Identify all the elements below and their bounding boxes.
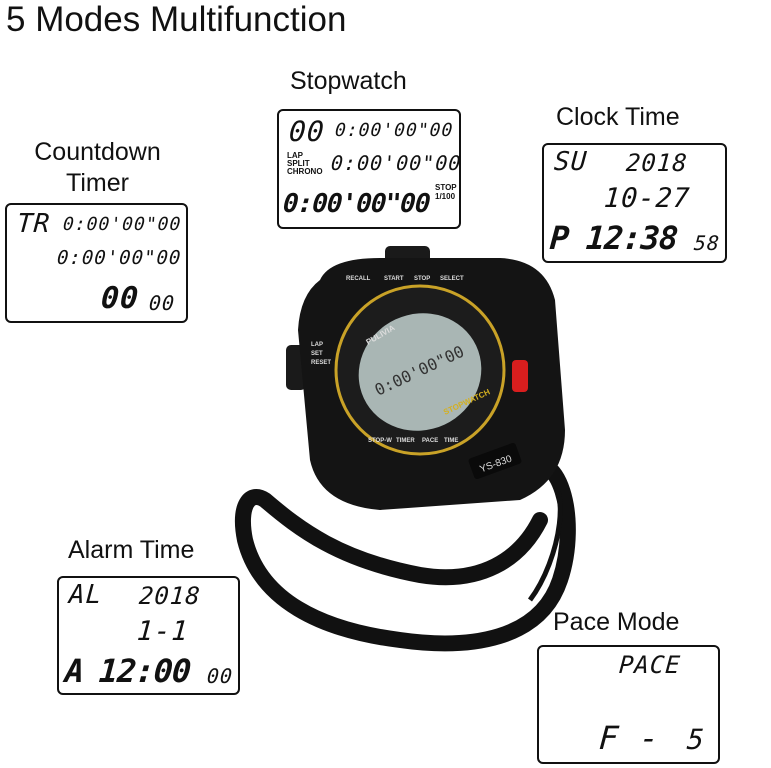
chrono-label: CHRONO — [287, 167, 323, 176]
clock-label: Clock Time — [556, 103, 680, 131]
countdown-row3: 00 — [99, 281, 141, 316]
stopwatch-row1: 0:00'00"00 — [334, 120, 455, 141]
split-label: SPLIT — [287, 159, 310, 168]
reset-button-label: RESET — [311, 360, 331, 366]
stop-button — [512, 360, 528, 392]
side-button — [286, 345, 306, 390]
stopwatch-display-panel: 00 0:00'00"00 LAP SPLIT CHRONO 0:00'00"0… — [277, 109, 463, 229]
lanyard-cord — [234, 455, 576, 652]
brand-text: PULIVIA — [365, 323, 397, 347]
pace-display-panel: PACE F - 5 — [537, 645, 720, 764]
alarm-prefix: AL — [67, 580, 104, 610]
countdown-label-line2: Timer — [66, 169, 129, 197]
clock-time: 12:38 — [584, 219, 679, 257]
pace-row1: PACE — [618, 651, 682, 679]
countdown-label: Countdown Timer — [15, 137, 180, 199]
pace-row2-left: F - — [597, 719, 662, 757]
gold-ring — [334, 284, 506, 456]
alarm-time: 12:00 — [97, 652, 192, 690]
resolution-label: 1/100 — [435, 192, 456, 201]
alarm-date: 1-1 — [135, 616, 190, 647]
clock-ampm: P — [548, 219, 572, 257]
countdown-row1: 0:00'00"00 — [62, 214, 183, 235]
alarm-year: 2018 — [138, 582, 202, 610]
stop-label: STOP — [435, 183, 457, 192]
stopwatch-row1-left: 00 — [287, 115, 326, 148]
screen-digits: 0:00'00"00 — [372, 342, 467, 400]
clock-day: SU — [552, 147, 589, 177]
countdown-row3-small: 00 — [148, 291, 176, 315]
lanyard-cord-strand — [527, 467, 563, 602]
alarm-display-panel: AL 2018 1-1 A 12:00 00 — [57, 576, 240, 695]
pace-row2-right: 5 — [685, 723, 707, 756]
pace-label: Pace Mode — [553, 608, 680, 636]
clock-seconds: 58 — [693, 231, 721, 255]
start-button-label: START — [384, 276, 404, 282]
alarm-ampm: A — [63, 652, 87, 690]
face-text: STOPWATCH — [442, 387, 492, 417]
stopwatch-body — [298, 258, 565, 510]
select-button-label: SELECT — [440, 276, 464, 282]
set-button-label: SET — [311, 351, 323, 357]
stop-button-label: STOP — [414, 276, 430, 282]
lap-button-label: LAP — [311, 342, 323, 348]
countdown-row2: 0:00'00"00 — [56, 247, 183, 269]
lap-label: LAP — [287, 151, 303, 160]
stopwatch-label: Stopwatch — [290, 67, 407, 95]
model-text: YS-830 — [478, 453, 514, 475]
lcd-screen — [358, 313, 482, 431]
clock-display-panel: SU 2018 10-27 P 12:38 58 — [542, 143, 727, 263]
mode-label-pace: PACE — [422, 438, 438, 444]
clock-date: 10-27 — [602, 183, 692, 214]
countdown-label-line1: Countdown — [34, 138, 161, 166]
clock-year: 2018 — [625, 149, 689, 177]
countdown-row1-left: TR — [15, 209, 52, 239]
mode-label-stopw: STOP-W — [368, 438, 392, 444]
recall-button-label: RECALL — [346, 276, 371, 282]
alarm-seconds: 00 — [206, 664, 234, 688]
countdown-display-panel: TR 0:00'00"00 0:00'00"00 00 00 — [5, 203, 188, 323]
top-button — [385, 246, 430, 266]
mode-label-time: TIME — [444, 438, 458, 444]
stopwatch-row3: 0:00'00"00 — [281, 189, 431, 219]
alarm-label: Alarm Time — [68, 536, 195, 564]
stopwatch-row2: 0:00'00"00 — [330, 151, 463, 175]
mode-label-timer: TIMER — [396, 438, 415, 444]
page-title: 5 Modes Multifunction — [6, 0, 347, 39]
